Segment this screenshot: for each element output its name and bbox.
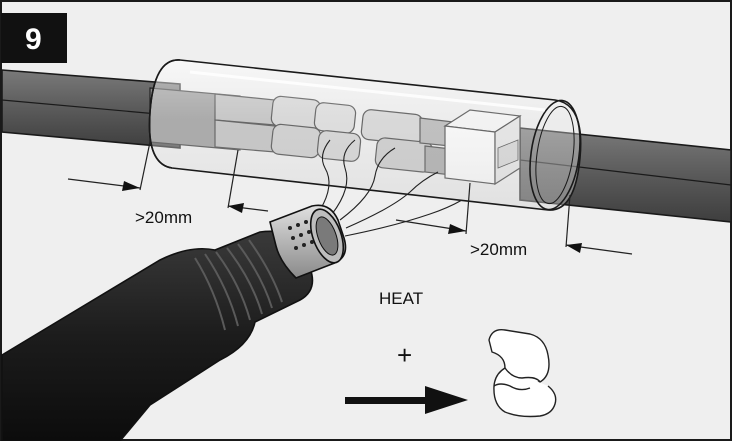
heat-shrink-tube xyxy=(148,59,582,211)
heat-label: HEAT xyxy=(379,289,423,308)
step-badge: 9 xyxy=(1,13,67,63)
heat-gun-icon xyxy=(1,204,347,441)
heat-waves xyxy=(319,139,463,237)
dimension-left-label: >20mm xyxy=(135,208,192,227)
shrunk-tubing-icon xyxy=(488,329,557,418)
plus-sign: + xyxy=(397,340,412,370)
dimension-right-label: >20mm xyxy=(470,240,527,259)
dimension-left: >20mm xyxy=(67,141,269,227)
arrow-right-icon xyxy=(345,386,468,414)
dimension-right: >20mm xyxy=(395,182,633,259)
step-number: 9 xyxy=(25,23,42,56)
